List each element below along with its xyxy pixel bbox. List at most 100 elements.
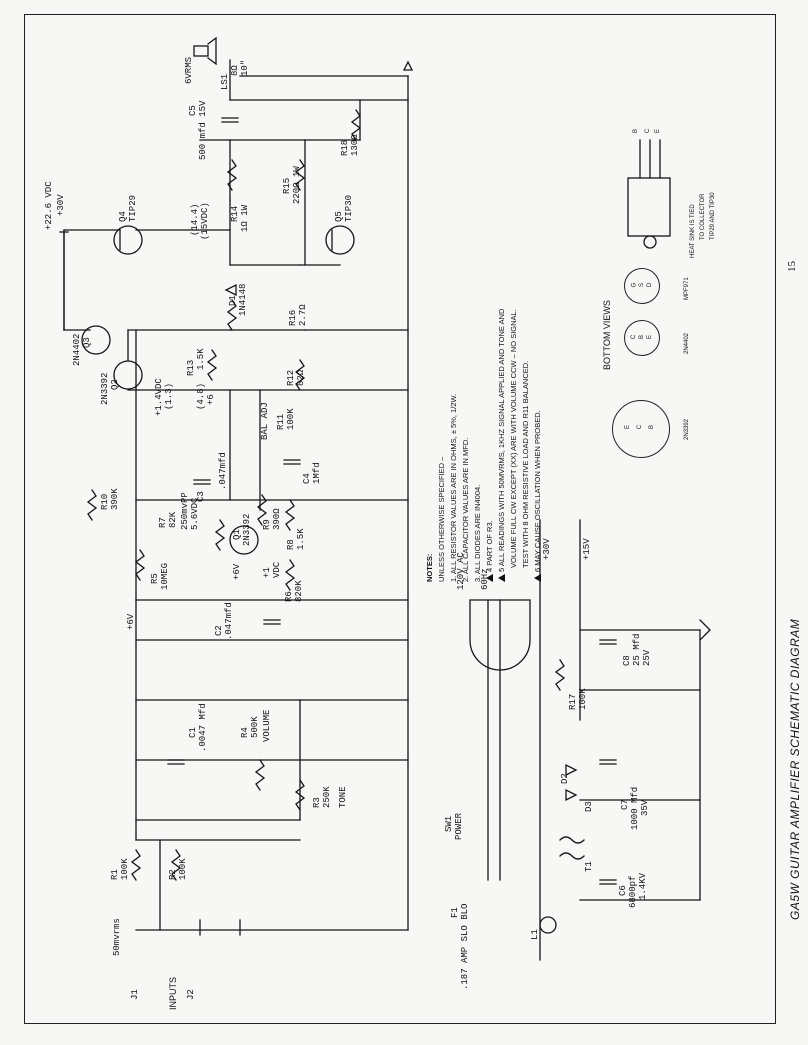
r13-symbol <box>206 349 218 381</box>
page-number: 15 <box>786 261 798 272</box>
v-vdc: VDC <box>272 561 282 578</box>
q4-type: TIP29 <box>128 194 138 222</box>
d3-ref: D3 <box>584 801 594 812</box>
j1-ref: J1 <box>130 989 140 1000</box>
r16-ref: R16 <box>288 309 298 326</box>
tip-pin-e: E <box>655 128 662 134</box>
c4-value: 1Mfd <box>312 462 322 484</box>
r14-value: 1Ω 1W <box>240 204 250 232</box>
r13-value: 1.5K <box>196 348 206 370</box>
sw1-ref: SW1 <box>444 815 454 832</box>
pin-d3: D <box>647 282 654 288</box>
v14-4: (14.4) <box>190 203 200 236</box>
q2-body <box>113 360 143 390</box>
f1-value: .187 AMP SLO BLO <box>460 903 470 990</box>
r6-value: 820K <box>294 580 304 602</box>
v4-8: (4.8) <box>196 382 206 410</box>
r3-tone: TONE <box>338 786 348 808</box>
r4-ref: R4 <box>240 727 250 738</box>
r10-ref: R10 <box>100 493 110 510</box>
q2-ref: Q2 <box>110 379 120 390</box>
r5-symbol <box>134 549 146 581</box>
l1-symbol <box>539 916 557 934</box>
q3-ref: Q3 <box>82 337 92 348</box>
r12-ref: R12 <box>286 369 296 386</box>
r17-ref: R17 <box>568 693 578 710</box>
note-5b: VOLUME FULL CW EXCEPT (XX) ARE WITH VOLU… <box>509 309 518 568</box>
note-2: 2. ALL CAPACITOR VALUES ARE IN MFD. <box>461 437 470 582</box>
j2-ref: J2 <box>186 989 196 1000</box>
c2-ref: C2 <box>214 625 224 636</box>
t1-symbol <box>559 836 585 844</box>
d1-ref: D1 <box>228 295 238 306</box>
q3-body <box>81 325 111 355</box>
r4-value: 500K <box>250 716 260 738</box>
ground-symbol <box>403 60 414 71</box>
c3-value: .047mfd <box>218 452 228 490</box>
l1-ref: L1 <box>530 929 540 940</box>
r12-value: 82Ω <box>296 369 306 386</box>
heatsink-note-2: TO COLLECTOR <box>700 193 706 240</box>
r9-value: 390Ω <box>272 508 282 530</box>
notes-heading: NOTES: <box>425 553 434 582</box>
r4-volume: VOLUME <box>262 709 272 742</box>
ground-symbol-ps <box>699 619 711 641</box>
r11-ref: R11 <box>276 413 286 430</box>
note-6: MAY CAUSE OSCILLATION WHEN PROBED. <box>533 410 542 566</box>
pin-c2: C <box>631 334 638 340</box>
supply-label: +22.6 VDC <box>44 181 54 230</box>
d1-symbol <box>224 284 237 297</box>
r9-ref: R9 <box>262 519 272 530</box>
c5-value: 500 mfd 15V <box>198 100 208 160</box>
r2-symbol <box>170 849 182 881</box>
pkg-2n4402-outline <box>624 320 660 356</box>
ac-plug <box>469 599 531 671</box>
c1-value: .0047 Mfd <box>198 703 208 752</box>
v-6v: +6V <box>232 563 242 580</box>
note-1: 1. ALL RESISTOR VALUES ARE IN OHMS, ± 5%… <box>449 393 458 582</box>
r17-value: 100K <box>578 688 588 710</box>
pin-e2: E <box>647 334 654 340</box>
pin-b2: B <box>639 334 646 340</box>
r18-symbol <box>350 109 362 141</box>
note-5-num: 5 <box>497 567 506 572</box>
c7-voltage: 35V <box>640 799 650 816</box>
c7-ref: C7 <box>620 799 630 810</box>
notes-sub: UNLESS OTHERWISE SPECIFIED – <box>437 456 446 582</box>
bal-adj: BAL ADJ <box>260 402 270 440</box>
pin-c1: C <box>637 424 644 430</box>
note-3: 3. ALL DIODES ARE IN4004. <box>473 484 482 582</box>
r7-symbol <box>214 519 226 551</box>
q4-body <box>113 225 143 255</box>
r15-value: 220Ω 1W <box>292 166 302 204</box>
q5-body <box>325 225 355 255</box>
d1-type: 1N4148 <box>238 283 248 316</box>
pin-g3: G <box>631 282 638 288</box>
r3-symbol <box>294 779 306 811</box>
v-plus1: +1 <box>262 567 272 578</box>
c8-value: 25 Mfd <box>632 633 642 666</box>
inputs-label: INPUTS <box>168 976 178 1010</box>
d2-symbol <box>565 763 578 776</box>
pkg-2n3392-name: 2N3392 <box>684 418 690 440</box>
c7-value: 1000 Mfd <box>630 786 640 830</box>
note-6-marker <box>534 574 541 582</box>
q1-ref: Q1 <box>232 529 242 540</box>
c2-value: .047mfd <box>224 602 234 640</box>
tip-package <box>627 177 671 237</box>
q2-type: 2N3392 <box>100 372 110 405</box>
pin-s3: S <box>639 282 646 288</box>
drawing-border <box>24 14 776 1024</box>
r12-symbol <box>294 359 306 391</box>
note-4: PART OF R3. <box>485 520 494 566</box>
v1-4: +1.4VDC <box>154 378 164 416</box>
r1-symbol <box>130 849 142 881</box>
pkg-2n4402-name: 2N4402 <box>684 332 690 354</box>
c6-value: 6800pf <box>628 875 638 908</box>
c6-voltage: 1.4KV <box>638 872 648 900</box>
d3-symbol <box>565 788 578 801</box>
sig-pp: 250mvPP <box>180 492 190 530</box>
q5-type: TIP30 <box>344 194 354 222</box>
r5-ref: R5 <box>150 573 160 584</box>
pkg-2n3392-outline <box>612 400 670 458</box>
